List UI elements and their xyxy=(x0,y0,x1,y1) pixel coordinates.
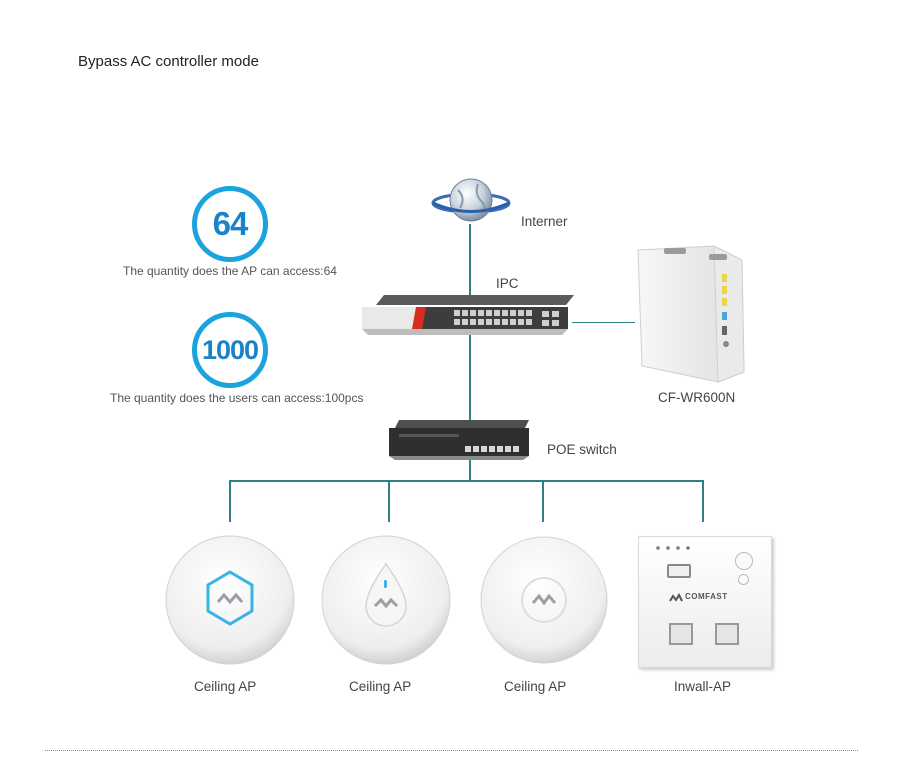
ap2-label: Ceiling AP xyxy=(349,679,412,694)
ap1-link xyxy=(229,480,231,522)
page-title: Bypass AC controller mode xyxy=(78,53,259,70)
ceiling-ap-2-device xyxy=(321,535,451,665)
usb-port xyxy=(667,564,691,578)
ap3-link xyxy=(542,480,544,522)
poe-down-link xyxy=(469,457,471,480)
rj45-port-left xyxy=(669,623,693,645)
poe-switch-device xyxy=(389,420,529,460)
internet-label: Interner xyxy=(521,214,568,229)
poe-label: POE switch xyxy=(547,442,617,457)
ipc-switch-device xyxy=(362,295,574,335)
ap-count-badge: 64 xyxy=(192,186,268,262)
ceiling-ap-1-device xyxy=(165,535,295,665)
reset-button xyxy=(738,574,749,585)
status-leds xyxy=(653,546,693,550)
ap3-label: Ceiling AP xyxy=(504,679,567,694)
knob xyxy=(735,552,753,570)
ipc-label: IPC xyxy=(496,276,519,291)
brand-text: COMFAST xyxy=(685,592,728,601)
ipc-poe-link xyxy=(469,330,471,425)
router-link xyxy=(572,322,635,323)
inwall-ap-device: COMFAST xyxy=(638,536,772,668)
ap1-label: Ceiling AP xyxy=(194,679,257,694)
ap-count-caption: The quantity does the AP can access:64 xyxy=(123,264,337,278)
router-device xyxy=(637,245,745,383)
ap-bus-line xyxy=(230,480,704,482)
internet-link xyxy=(469,224,471,296)
ap4-label: Inwall-AP xyxy=(674,679,732,694)
router-label: CF-WR600N xyxy=(658,390,736,405)
comfast-logo-icon xyxy=(669,592,683,602)
user-count-badge: 1000 xyxy=(192,312,268,388)
rj45-port-right xyxy=(715,623,739,645)
ceiling-ap-3-device xyxy=(480,536,608,664)
ap4-link xyxy=(702,480,704,522)
internet-globe-icon xyxy=(431,178,511,222)
ap2-link xyxy=(388,480,390,522)
user-count-caption: The quantity does the users can access:1… xyxy=(110,391,364,405)
dotted-divider xyxy=(45,750,858,751)
